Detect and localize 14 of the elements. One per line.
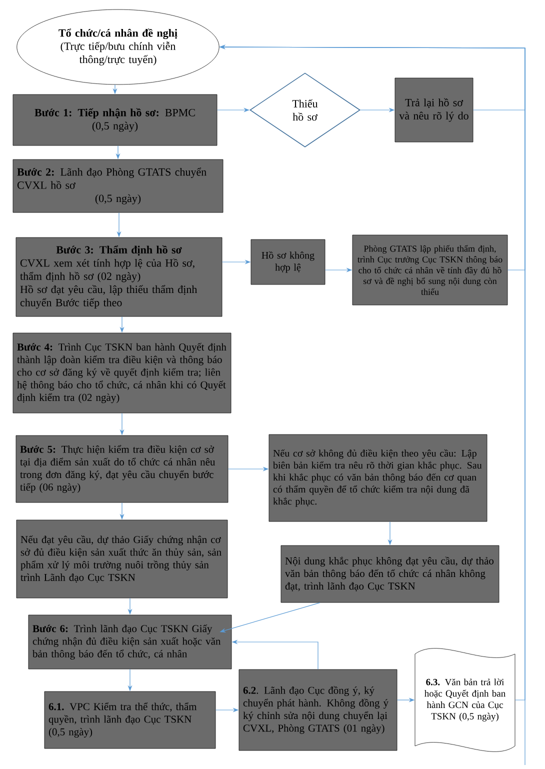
process-box: Nếu đạt yêu cầu, dự thảo Giấy chứng nhận cơ sở đủ điều kiện sản xuất thức ăn thủy sản, sản phẩm xử lý môi trường nuôi trồng thủy sản trình Lãnh đạo Cục TSKN bbox=[16, 520, 228, 598]
process-box: Phòng GTATS lập phiếu thẩm định, trình Cục trưởng Cục TSKN thông báo cho tổ chức cá nhân về tính đầy đủ hồ sơ và đề nghị bổ sung nội dung còn thiếu bbox=[352, 234, 508, 306]
process-box: Hồ sơ không hợp lệ bbox=[250, 239, 326, 285]
process-box: 6.1. VPC Kiểm tra thể thức, thẩm quyền, trình lãnh đạo Cục TSKN (0,5 ngày) bbox=[44, 691, 216, 749]
process-box: Bước 6: Trình lãnh đạo Cục TSKN Giấy chứng nhận đủ điều kiện sản xuất hoặc văn bản thông báo đến tổ chức, cá nhân bbox=[28, 614, 232, 670]
process-box: Bước 1: Tiếp nhận hồ sơ: BPMC (0,5 ngày) bbox=[12, 94, 218, 146]
process-box: Bước 4: Trình Cục TSKN ban hành Quyết định thành lập đoàn kiểm tra điều kiện và thông báo cho cơ sở đăng ký về quyết định kiểm tra; liên hệ thông báo cho tổ chức, cá nhân khi có Quyết định kiểm tra (02 ngày) bbox=[12, 332, 232, 414]
process-box: Bước 5: Thực hiện kiểm tra điều kiện cơ sở tại địa điểm sản xuất do tổ chức cá nhân nêu trong đơn đăng ký, đạt yêu cầu chuyển bước tiếp (06 ngày) bbox=[16, 435, 228, 503]
process-box: Bước 3: Thẩm định hồ sơ CVXL xem xét tính hợp lệ của Hồ sơ, thẩm định hồ sơ (02 ngày) Hồ sơ đạt yêu cầu, lập thiếu thẩm định chuyển Bước tiếp theo bbox=[16, 237, 222, 317]
process-box: Trả lại hồ sơ và nêu rõ lý do bbox=[394, 78, 474, 142]
process-box: Nội dung khắc phục không đạt yêu cầu, dự thảo văn bản thông báo đến tổ chức cá nhân không đạt, trình lãnh đạo Cục TSKN bbox=[280, 545, 500, 603]
process-box: Bước 2: Lãnh đạo Phòng GTATS chuyển CVXL hồ sơ (0,5 ngày) bbox=[12, 159, 224, 213]
process-box: 6.2. Lãnh đạo Cục đồng ý, ký chuyển phát hành. Không đồng ý ký chỉnh sửa nội dung chuyển lại CVXL, Phòng GTATS (01 ngày) bbox=[238, 669, 398, 751]
process-box: Nếu cơ sở không đủ điều kiện theo yêu cầu: Lập biên bản kiểm tra nêu rõ thời gian khắc phục. Sau khi khắc phục có văn bản thông báo đến cơ quan có thẩm quyền để tổ chức kiểm tra nội dung đã khắc phục. bbox=[268, 434, 488, 522]
